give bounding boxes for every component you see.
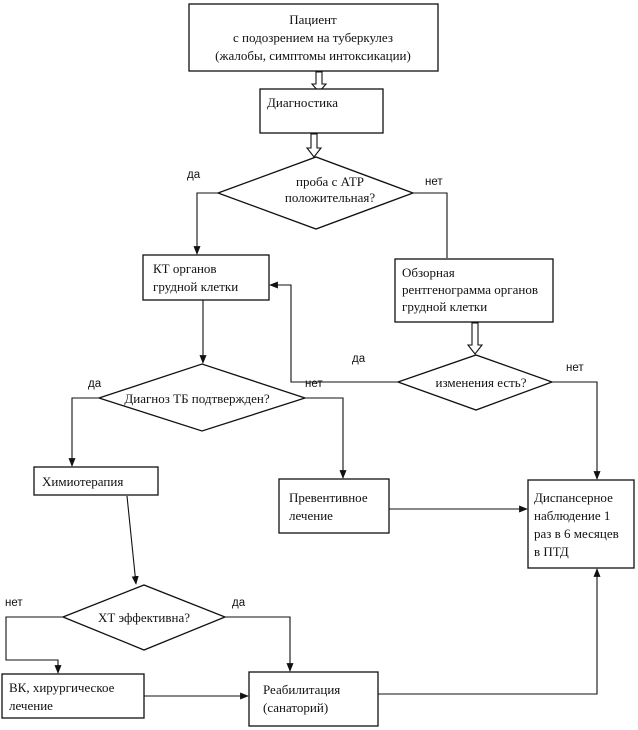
label-changes-no: нет	[566, 362, 584, 374]
surgical-line-2: лечение	[9, 698, 53, 713]
changes-label: изменения есть?	[435, 375, 526, 390]
node-diagnostics: Диагностика	[259, 88, 384, 134]
dispensary-line-1: Диспансерное	[534, 490, 613, 505]
dispensary-line-2: наблюдение 1	[534, 508, 610, 523]
patient-line-2: с подозрением на туберкулез	[233, 30, 393, 45]
label-atr-yes: да	[187, 169, 201, 181]
label-tb-no: нет	[305, 378, 323, 390]
arrow-tb-yes-to-chemo	[68, 397, 99, 467]
arrow-chemo-to-ht	[126, 495, 139, 585]
dispensary-line-4: в ПТД	[534, 544, 569, 559]
node-dispensary: Диспансерное наблюдение 1 раз в 6 месяце…	[527, 479, 635, 569]
arrow-changes-yes-to-ct	[269, 281, 398, 383]
diagnostics-label: Диагностика	[267, 95, 338, 110]
ct-line-2: грудной клетки	[153, 279, 238, 294]
node-surgical: ВК, хирургическое лечение	[1, 673, 145, 719]
node-preventive: Превентивное лечение	[278, 478, 390, 534]
connectors	[5, 71, 601, 700]
arrow-rehab-to-dispensary	[378, 568, 601, 695]
line-atr-no-to-xray	[413, 192, 448, 258]
tb-confirmed-label: Диагноз ТБ подтвержден?	[124, 391, 269, 406]
label-ht-yes: да	[232, 597, 246, 609]
arrow-atr-yes-to-ct	[193, 192, 218, 255]
atr-test-line-2: положительная?	[285, 190, 375, 205]
surgical-line-1: ВК, хирургическое	[9, 680, 115, 695]
patient-line-3: (жалобы, симптомы интоксикации)	[215, 48, 411, 63]
node-tb-confirmed: Диагноз ТБ подтвержден?	[96, 363, 308, 432]
node-atr-test: проба с АТР положительная?	[216, 156, 415, 230]
ht-effective-label: ХТ эффективна?	[98, 610, 190, 625]
preventive-line-2: лечение	[289, 508, 333, 523]
dispensary-line-3: раз в 6 месяцев	[534, 526, 619, 541]
patient-line-1: Пациент	[289, 12, 337, 27]
label-changes-yes: да	[352, 353, 366, 365]
xray-line-2: рентгенограмма органов	[402, 282, 538, 297]
label-atr-no: нет	[425, 176, 443, 188]
node-patient: Пациент с подозрением на туберкулез (жал…	[188, 3, 439, 72]
arrow-ht-yes-to-rehab	[225, 616, 294, 672]
arrow-patient-to-diagnostics	[310, 71, 328, 93]
arrow-changes-no-to-dispensary	[552, 381, 601, 480]
edge-labels: да нет да нет да нет нет да	[5, 169, 584, 609]
node-ht-effective: ХТ эффективна?	[61, 584, 227, 651]
xray-line-3: грудной клетки	[402, 299, 487, 314]
node-rehab: Реабилитация (санаторий)	[248, 671, 379, 727]
node-xray: Обзорная рентгенограмма органов грудной …	[394, 258, 554, 323]
rehab-line-1: Реабилитация	[263, 682, 340, 697]
label-tb-yes: да	[88, 378, 102, 390]
arrow-xray-to-changes	[466, 322, 484, 355]
label-ht-no: нет	[5, 597, 23, 609]
ct-line-1: КТ органов	[153, 261, 217, 276]
arrow-ht-no-to-surgical	[5, 616, 63, 674]
preventive-line-1: Превентивное	[289, 490, 368, 505]
xray-line-1: Обзорная	[402, 265, 455, 280]
chemo-label: Химиотерапия	[42, 474, 123, 489]
node-changes: изменения есть?	[396, 354, 554, 411]
rehab-line-2: (санаторий)	[263, 700, 328, 715]
arrow-tb-no-to-preventive	[305, 397, 347, 479]
arrow-diagnostics-to-atr	[305, 133, 323, 158]
atr-test-line-1: проба с АТР	[296, 174, 364, 189]
node-chemo: Химиотерапия	[33, 466, 159, 496]
node-ct: КТ органов грудной клетки	[142, 254, 270, 301]
